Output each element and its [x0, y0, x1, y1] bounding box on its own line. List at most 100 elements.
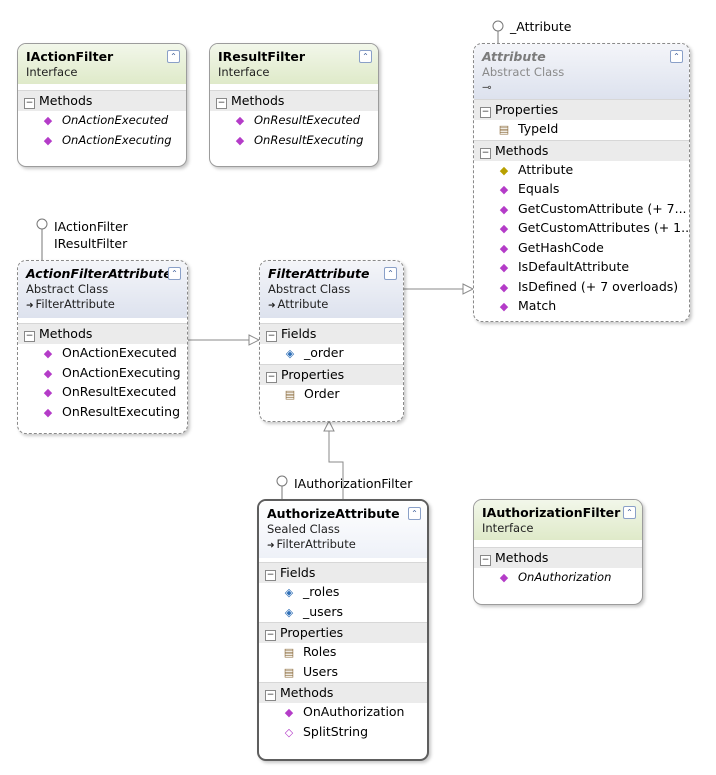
authorizeattribute-box[interactable]: AuthorizeAttribute Sealed Class ➜FilterA…	[257, 499, 429, 761]
attribute-box[interactable]: Attribute Abstract Class ⊸ ⌃ −Properties…	[473, 43, 690, 322]
method-label: IsDefined (+ 7 overloads)	[518, 278, 679, 294]
iactionfilter-methods-section[interactable]: −Methods	[18, 90, 186, 111]
iauthorizationfilter-header[interactable]: IAuthorizationFilter Interface ⌃	[474, 500, 642, 540]
section-label: Methods	[495, 550, 549, 565]
iauthorizationfilter-methods-section[interactable]: −Methods	[474, 547, 642, 568]
list-item[interactable]: ◆GetHashCode	[474, 239, 689, 259]
minus-box-icon[interactable]: −	[24, 98, 35, 109]
list-item[interactable]: ◆GetCustomAttribute (+ 7...	[474, 200, 689, 220]
method-icon: ◆	[43, 386, 53, 399]
method-icon: ◆	[499, 222, 509, 235]
base-class-label: FilterAttribute	[35, 297, 115, 311]
authorizeattribute-name: AuthorizeAttribute	[267, 506, 400, 521]
method-icon: ◆	[284, 706, 294, 719]
list-item[interactable]: ◆Equals	[474, 180, 689, 200]
double-chevron-up-icon[interactable]: ⌃	[408, 507, 421, 520]
property-label: TypeId	[518, 121, 559, 136]
list-item[interactable]: ▤Users	[259, 663, 427, 683]
filterattribute-properties-section[interactable]: −Properties	[260, 363, 403, 385]
list-item[interactable]: ◆OnActionExecuting	[18, 364, 187, 384]
list-item[interactable]: ▤TypeId	[474, 120, 689, 140]
list-item[interactable]: ◆OnActionExecuted	[18, 111, 186, 131]
minus-box-icon[interactable]: −	[266, 371, 277, 383]
list-item[interactable]: ◆ IsDefined (+ 7 overloads)	[474, 278, 689, 298]
double-chevron-up-icon[interactable]: ⌃	[384, 267, 397, 280]
list-item[interactable]: ◇SplitString	[259, 723, 427, 743]
method-icon: ◆	[43, 405, 53, 419]
list-item[interactable]: ◆OnResultExecuted	[210, 111, 378, 131]
actionfilterattribute-header[interactable]: ActionFilterAttribute Abstract Class ➜Fi…	[18, 261, 187, 318]
list-item[interactable]: ◆IsDefaultAttribute	[474, 258, 689, 278]
method-icon: ◆	[235, 133, 245, 147]
field-icon: ◈	[284, 605, 294, 619]
list-item[interactable]: ◆OnActionExecuted	[18, 344, 187, 364]
actionfilterattribute-methods-section[interactable]: −Methods	[18, 323, 187, 344]
iauthorizationfilter-kind: Interface	[482, 521, 534, 535]
double-chevron-up-icon[interactable]: ⌃	[623, 506, 636, 519]
lollipop-afa-circle	[36, 218, 48, 230]
lollipop-label-iactionfilter: IActionFilter	[54, 219, 128, 234]
actionfilterattribute-name: ActionFilterAttribute	[26, 266, 172, 281]
filterattribute-fields-section[interactable]: −Fields	[260, 323, 403, 344]
filterattribute-box[interactable]: FilterAttribute Abstract Class ➜Attribut…	[259, 260, 404, 422]
list-item[interactable]: ◈_users	[259, 603, 427, 623]
iauthorizationfilter-box[interactable]: IAuthorizationFilter Interface ⌃ −Method…	[473, 499, 643, 605]
filterattribute-header[interactable]: FilterAttribute Abstract Class ➜Attribut…	[260, 261, 403, 318]
method-icon: ◆	[235, 114, 245, 127]
method-label: OnActionExecuting	[62, 364, 181, 380]
minus-box-icon[interactable]: −	[24, 331, 35, 342]
base-class-label: Attribute	[277, 297, 329, 311]
list-item[interactable]: ◆ OnResultExecuting	[18, 403, 187, 423]
list-item[interactable]: ▤Order	[260, 385, 403, 405]
list-item[interactable]: ◆OnActionExecuting	[18, 131, 186, 151]
base-class-label: FilterAttribute	[276, 537, 356, 551]
actionfilterattribute-box[interactable]: ActionFilterAttribute Abstract Class ➜Fi…	[17, 260, 188, 434]
list-item[interactable]: ◈_roles	[259, 583, 427, 603]
iactionfilter-box[interactable]: IActionFilter Interface ⌃ −Methods ◆OnAc…	[17, 43, 187, 167]
list-item[interactable]: ◈_order	[260, 344, 403, 364]
authorizeattribute-methods-section[interactable]: −Methods	[259, 682, 427, 703]
minus-box-icon[interactable]: −	[480, 147, 491, 159]
minus-box-icon[interactable]: −	[480, 555, 491, 566]
list-item[interactable]: ◆OnAuthorization	[474, 568, 642, 588]
list-item[interactable]: ▤Roles	[259, 643, 427, 663]
iresultfilter-box[interactable]: IResultFilter Interface ⌃ −Methods ◆OnRe…	[209, 43, 379, 167]
method-label: GetCustomAttributes (+ 1...	[518, 220, 690, 235]
list-item[interactable]: ◆Attribute	[474, 161, 689, 181]
minus-box-icon[interactable]: −	[480, 107, 491, 118]
private-method-icon: ◇	[284, 725, 294, 739]
list-item[interactable]: ◆OnResultExecuted	[18, 383, 187, 403]
section-label: Methods	[495, 142, 549, 158]
double-chevron-up-icon[interactable]: ⌃	[167, 50, 180, 63]
section-label: Properties	[281, 366, 345, 382]
attribute-properties-section[interactable]: −Properties	[474, 99, 689, 120]
attribute-methods-section[interactable]: −Methods	[474, 139, 689, 161]
method-icon: ◆	[499, 571, 509, 584]
minus-box-icon[interactable]: −	[265, 690, 276, 701]
authorizeattribute-header[interactable]: AuthorizeAttribute Sealed Class ➜FilterA…	[259, 501, 427, 558]
authorizeattribute-fields-section[interactable]: −Fields	[259, 562, 427, 583]
minus-box-icon[interactable]: −	[265, 570, 276, 581]
method-icon: ◆	[499, 300, 509, 313]
inheritance-arrow-icon: ➜	[267, 541, 275, 551]
iresultfilter-header[interactable]: IResultFilter Interface ⌃	[210, 44, 378, 84]
double-chevron-up-icon[interactable]: ⌃	[168, 267, 181, 280]
minus-box-icon[interactable]: −	[265, 630, 276, 641]
double-chevron-up-icon[interactable]: ⌃	[670, 50, 683, 63]
iactionfilter-header[interactable]: IActionFilter Interface ⌃	[18, 44, 186, 84]
list-item[interactable]: ◆ GetCustomAttributes (+ 1...	[474, 219, 689, 239]
attribute-header[interactable]: Attribute Abstract Class ⊸ ⌃	[474, 44, 689, 99]
lollipop-attribute-circle	[492, 20, 504, 32]
list-item[interactable]: ◆OnAuthorization	[259, 703, 427, 723]
list-item[interactable]: ◆Match	[474, 297, 689, 317]
minus-box-icon[interactable]: −	[216, 98, 227, 109]
double-chevron-up-icon[interactable]: ⌃	[359, 50, 372, 63]
method-icon: ◆	[499, 280, 509, 294]
property-icon: ▤	[284, 387, 296, 401]
authorizeattribute-properties-section[interactable]: −Properties	[259, 622, 427, 643]
list-item[interactable]: ◆OnResultExecuting	[210, 131, 378, 151]
method-label: OnResultExecuting	[62, 403, 181, 419]
method-label: GetHashCode	[518, 239, 604, 255]
minus-box-icon[interactable]: −	[266, 331, 277, 342]
iresultfilter-methods-section[interactable]: −Methods	[210, 90, 378, 111]
